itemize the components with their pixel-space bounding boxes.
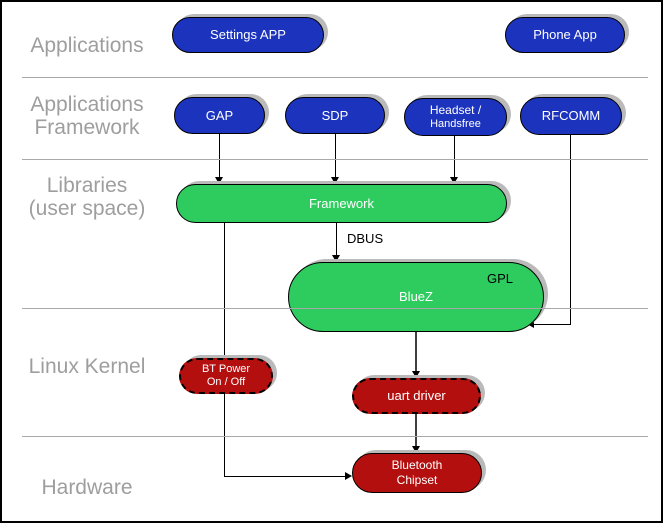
bluez-gpl-badge: GPL <box>486 271 513 286</box>
arrowhead-bluez-to-uart <box>412 371 420 378</box>
node-settings-app: Settings APP <box>172 17 324 53</box>
arrowhead-gap-to-framework <box>215 177 223 184</box>
connector-framework-power-vertical <box>224 223 225 476</box>
layer-label-applications-framework: Applications Framework <box>12 93 162 139</box>
arrowhead-headset-to-framework <box>450 177 458 184</box>
node-uart-driver: uart driver <box>352 378 481 414</box>
dbus-edge-label: DBUS <box>345 231 386 246</box>
node-phone-app-label: Phone App <box>533 27 597 42</box>
divider-linux-kernel <box>22 436 648 437</box>
arrowhead-power-to-chipset <box>345 472 352 480</box>
node-gap-label: GAP <box>205 107 234 123</box>
node-sdp: SDP <box>285 97 385 134</box>
connector-bluez-to-uart <box>415 332 417 371</box>
node-gap: GAP <box>174 97 265 134</box>
connector-rfcomm-horizontal <box>534 324 571 325</box>
layer-label-linux-kernel: Linux Kernel <box>12 355 162 378</box>
node-bt-power-label-line2: On / Off <box>206 376 246 388</box>
node-settings-app-label: Settings APP <box>210 27 286 42</box>
node-sdp-label: SDP <box>321 107 349 123</box>
arrowhead-sdp-to-framework <box>331 177 339 184</box>
node-chipset-label-line2: Chipset <box>396 473 438 487</box>
arrowhead-framework-to-bluez <box>332 255 340 262</box>
layer-label-applications: Applications <box>12 34 162 57</box>
connector-gap-to-framework <box>219 134 220 177</box>
node-uart-driver-label: uart driver <box>387 388 446 403</box>
layer-label-line: Framework <box>34 116 140 139</box>
node-framework-label: Framework <box>308 195 374 211</box>
connector-power-to-chipset-horizontal <box>224 476 345 477</box>
node-framework: Framework <box>176 184 507 223</box>
layer-label-line: (user space) <box>28 197 146 220</box>
divider-applications <box>22 77 648 78</box>
layer-label-line: Hardware <box>41 476 133 499</box>
divider-applications-framework <box>22 159 648 160</box>
connector-rfcomm-vertical <box>570 135 571 325</box>
layer-label-line: Linux Kernel <box>28 355 146 378</box>
arrowhead-uart-to-chipset <box>412 446 420 453</box>
node-bt-power: BT Power On / Off <box>179 358 273 394</box>
node-bluez-label: BlueZ <box>399 289 433 304</box>
layer-label-line: Applications <box>30 34 144 57</box>
layer-label-line: Libraries <box>46 174 128 197</box>
node-phone-app: Phone App <box>505 17 625 53</box>
node-headset-label-line2: Handsfree <box>430 118 481 130</box>
connector-framework-to-bluez <box>336 223 337 255</box>
node-rfcomm: RFCOMM <box>520 97 622 135</box>
layer-label-libraries: Libraries (user space) <box>12 174 162 220</box>
node-headset-label-line1: Headset / <box>429 103 482 117</box>
layer-label-line: Applications <box>30 93 144 116</box>
node-bt-power-label-line1: BT Power <box>201 363 251 375</box>
node-rfcomm-label: RFCOMM <box>541 108 601 123</box>
node-chipset-label-line1: Bluetooth <box>391 458 443 472</box>
connector-uart-to-chipset <box>415 414 417 446</box>
node-bluetooth-chipset: Bluetooth Chipset <box>352 453 482 493</box>
node-bluez: GPL BlueZ <box>288 262 544 332</box>
connector-sdp-to-framework <box>335 134 336 177</box>
node-headset-handsfree: Headset / Handsfree <box>404 98 507 136</box>
connector-headset-to-framework <box>454 136 455 177</box>
divider-libraries <box>22 308 648 309</box>
layer-label-hardware: Hardware <box>12 476 162 499</box>
